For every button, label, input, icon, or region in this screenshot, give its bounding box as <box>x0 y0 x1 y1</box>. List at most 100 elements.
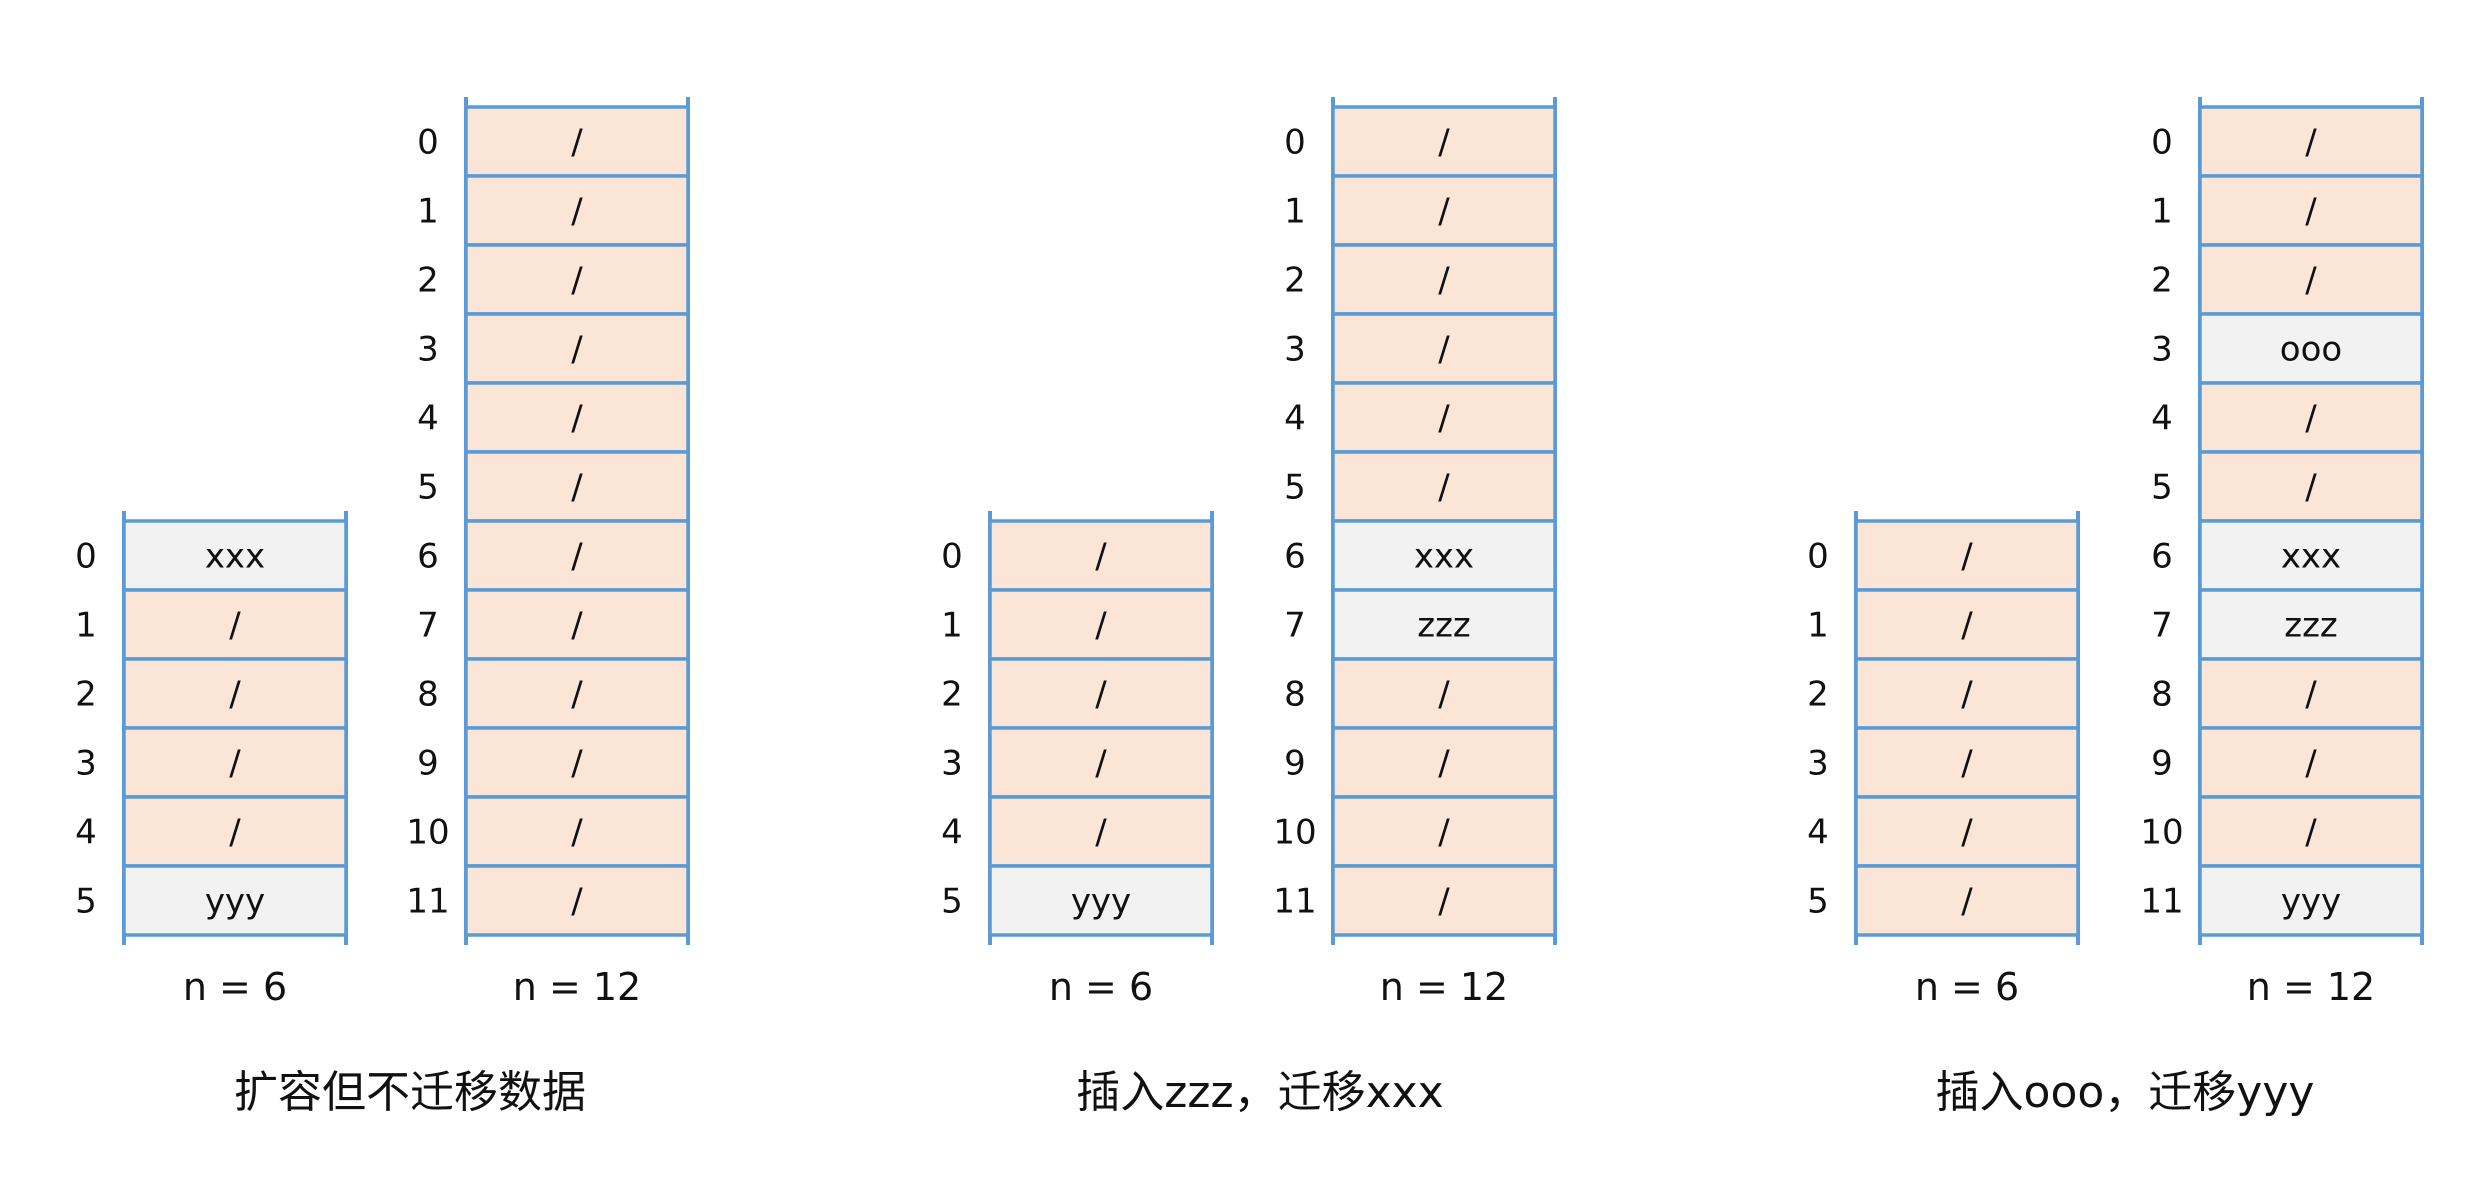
panel-1-old-table-bucket-4 <box>122 795 348 868</box>
panel-2-old-table-bucket-value-3: / <box>1095 744 1107 784</box>
panel-1-new-table-bucket-4 <box>464 381 690 454</box>
panel-1-new-table-bucket-index-3: 3 <box>417 330 439 370</box>
panel-1-old-table-bucket-index-4: 4 <box>75 813 97 853</box>
panel-2-old-table-bucket-value-2: / <box>1095 675 1107 715</box>
panel-2-new-table-bucket-7 <box>1331 588 1557 661</box>
panel-2-new-table-bucket-index-4: 4 <box>1284 399 1306 439</box>
panel-1-new-table-bucket-7 <box>464 588 690 661</box>
panel-1-new-table-bucket-value-11: / <box>571 882 583 922</box>
panel-2-old-table-bucket-5 <box>988 864 1214 937</box>
panel-1-old-table-bucket-value-4: / <box>229 813 241 853</box>
panel-1-old-table-bucket-value-2: / <box>229 675 241 715</box>
panel-1-old-table-bucket-index-5: 5 <box>75 882 97 922</box>
panel-2-new-table-bucket-10 <box>1331 795 1557 868</box>
panel-3-new-table-bucket-index-0: 0 <box>2151 123 2173 163</box>
panel-3-new-table-bucket-3 <box>2198 312 2424 385</box>
panel-1-new-table-bucket-index-8: 8 <box>417 675 439 715</box>
panel-2-new-table-bucket-index-11: 11 <box>1273 882 1316 922</box>
panel-3-new-table-size-label: n = 12 <box>2247 965 2375 1009</box>
panel-1-old-table-bucket-value-1: / <box>229 606 241 646</box>
panel-2-old-table-bucket-index-5: 5 <box>941 882 963 922</box>
panel-3-new-table-bucket-value-3: ooo <box>2280 330 2342 370</box>
panel-3-new-table-bucket-value-6: xxx <box>2281 537 2341 577</box>
panel-1-new-table-bucket-3 <box>464 312 690 385</box>
panel-caption-2: 插入zzz，迁移xxx <box>1076 1067 1444 1118</box>
panel-3-old-table-bucket-index-2: 2 <box>1807 675 1829 715</box>
panel-1-old-table-bucket-index-2: 2 <box>75 675 97 715</box>
panel-2-new-table-bucket-value-1: / <box>1438 192 1450 232</box>
panel-2-old-table-bucket-0 <box>988 519 1214 592</box>
panel-1-new-table-bucket-value-9: / <box>571 744 583 784</box>
panel-3-new-table-bucket-11 <box>2198 864 2424 937</box>
panel-2-new-table-bucket-value-3: / <box>1438 330 1450 370</box>
panel-2-new-table-bucket-1 <box>1331 174 1557 247</box>
panel-2-new-table-bucket-index-7: 7 <box>1284 606 1306 646</box>
panel-2-old-table-bucket-index-1: 1 <box>941 606 963 646</box>
panel-3-old-table-bucket-value-3: / <box>1961 744 1973 784</box>
panel-2-old-table-bucket-4 <box>988 795 1214 868</box>
panel-3-new-table-bucket-index-8: 8 <box>2151 675 2173 715</box>
panel-3-new-table-bucket-index-1: 1 <box>2151 192 2173 232</box>
panel-2-new-table-bucket-index-3: 3 <box>1284 330 1306 370</box>
panel-3-new-table-bucket-index-2: 2 <box>2151 261 2173 301</box>
panel-3-new-table-bucket-value-10: / <box>2305 813 2317 853</box>
panel-1-new-table-bucket-index-0: 0 <box>417 123 439 163</box>
panel-3-new-table-bucket-index-7: 7 <box>2151 606 2173 646</box>
panel-2-new-table-bucket-4 <box>1331 381 1557 454</box>
panel-3-new-table-bucket-8 <box>2198 657 2424 730</box>
panel-2-old-table-bucket-1 <box>988 588 1214 661</box>
panel-3-old-table-size-label: n = 6 <box>1915 965 2019 1009</box>
panel-3-new-table-bucket-index-9: 9 <box>2151 744 2173 784</box>
panel-3-old-table-bucket-index-0: 0 <box>1807 537 1829 577</box>
panel-1-new-table-size-label: n = 12 <box>513 965 641 1009</box>
panel-3-old-table-bucket-index-4: 4 <box>1807 813 1829 853</box>
panel-1-new-table-bucket-value-0: / <box>571 123 583 163</box>
panel-caption-1: 扩容但不迁移数据 <box>234 1067 586 1118</box>
panel-2-new-table-bucket-index-8: 8 <box>1284 675 1306 715</box>
panel-2-old-table-size-label: n = 6 <box>1049 965 1153 1009</box>
panel-1-new-table-bucket-10 <box>464 795 690 868</box>
panel-2-new-table-bucket-0 <box>1331 105 1557 178</box>
panel-2-new-table-bucket-index-1: 1 <box>1284 192 1306 232</box>
panel-2-new-table-bucket-value-9: / <box>1438 744 1450 784</box>
panel-1-old-table-bucket-5 <box>122 864 348 937</box>
panel-3-new-table-bucket-value-2: / <box>2305 261 2317 301</box>
panel-2-old-table-bucket-2 <box>988 657 1214 730</box>
panel-1-new-table-bucket-index-9: 9 <box>417 744 439 784</box>
panel-2-new-table-bucket-value-0: / <box>1438 123 1450 163</box>
panel-1-old-table-bucket-3 <box>122 726 348 799</box>
panel-1-new-table-bucket-0 <box>464 105 690 178</box>
panel-2-new-table-bucket-value-11: / <box>1438 882 1450 922</box>
panel-1-old-table-bucket-index-3: 3 <box>75 744 97 784</box>
panel-3-old-table-bucket-index-1: 1 <box>1807 606 1829 646</box>
panel-3-new-table-bucket-6 <box>2198 519 2424 592</box>
panel-2-new-table-size-label: n = 12 <box>1380 965 1508 1009</box>
panel-2-new-table-bucket-index-5: 5 <box>1284 468 1306 508</box>
panel-1-new-table-bucket-index-6: 6 <box>417 537 439 577</box>
panel-3-old-table-bucket-2 <box>1854 657 2080 730</box>
panel-2-old-table-bucket-index-3: 3 <box>941 744 963 784</box>
panel-1-new-table-bucket-11 <box>464 864 690 937</box>
panel-3-new-table-bucket-index-11: 11 <box>2140 882 2183 922</box>
panel-2-new-table-bucket-index-10: 10 <box>1273 813 1316 853</box>
panel-1-new-table-bucket-value-5: / <box>571 468 583 508</box>
panel-1-new-table-bucket-index-10: 10 <box>406 813 449 853</box>
panel-3-new-table-bucket-index-4: 4 <box>2151 399 2173 439</box>
panel-3-new-table-bucket-10 <box>2198 795 2424 868</box>
panel-2-new-table-bucket-value-2: / <box>1438 261 1450 301</box>
panel-3-old-table-bucket-value-2: / <box>1961 675 1973 715</box>
panel-1-new-table-bucket-8 <box>464 657 690 730</box>
panel-1-old-table-bucket-1 <box>122 588 348 661</box>
panel-1-new-table-bucket-5 <box>464 450 690 523</box>
panel-3-new-table-bucket-value-1: / <box>2305 192 2317 232</box>
panel-3-old-table-bucket-5 <box>1854 864 2080 937</box>
panel-3-old-table-bucket-index-3: 3 <box>1807 744 1829 784</box>
panel-1-new-table-bucket-1 <box>464 174 690 247</box>
panel-2-new-table-bucket-value-4: / <box>1438 399 1450 439</box>
panel-1-old-table-bucket-value-0: xxx <box>205 537 265 577</box>
panel-1-old-table-size-label: n = 6 <box>183 965 287 1009</box>
panel-1-new-table-bucket-9 <box>464 726 690 799</box>
panel-2-old-table-bucket-value-5: yyy <box>1071 882 1131 922</box>
panel-3-new-table-bucket-value-11: yyy <box>2281 882 2341 922</box>
